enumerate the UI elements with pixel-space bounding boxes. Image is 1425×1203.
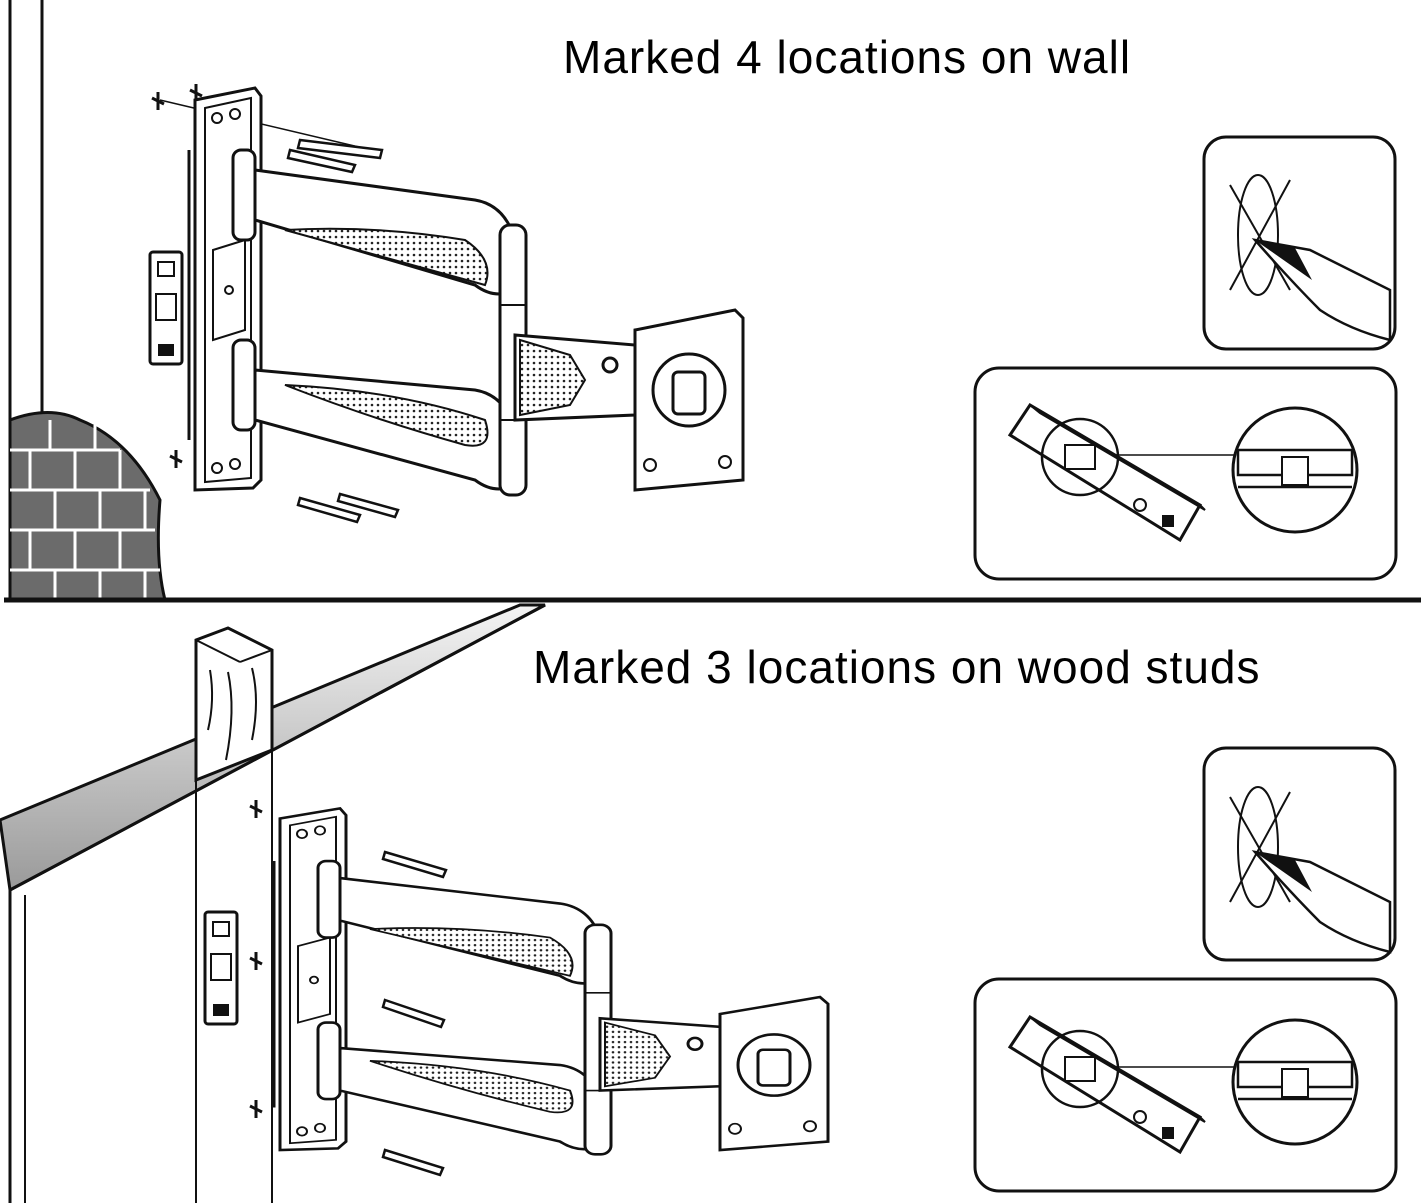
wall-level-device <box>148 250 184 366</box>
panel-wall <box>8 0 1398 602</box>
stud-anchors <box>381 850 448 1177</box>
bubble-level-icon <box>973 366 1398 581</box>
wall-bracket-icon <box>187 86 745 497</box>
bubble-level-icon-2 <box>973 977 1398 1193</box>
caption-wood-studs: Marked 3 locations on wood studs <box>533 641 1261 693</box>
wall-anchors <box>159 99 400 524</box>
caption-wall: Marked 4 locations on wall <box>563 31 1132 83</box>
brick-wall-icon <box>8 411 167 602</box>
stud-bracket-icon <box>272 806 830 1156</box>
panel-wood-studs <box>0 603 1398 1203</box>
pencil-mark-icon <box>1202 135 1397 351</box>
pencil-mark-icon-2 <box>1202 746 1397 962</box>
stud-mark-crosses <box>249 800 263 1118</box>
wood-stud-icon <box>194 626 274 783</box>
stud-level-device <box>203 910 239 1026</box>
